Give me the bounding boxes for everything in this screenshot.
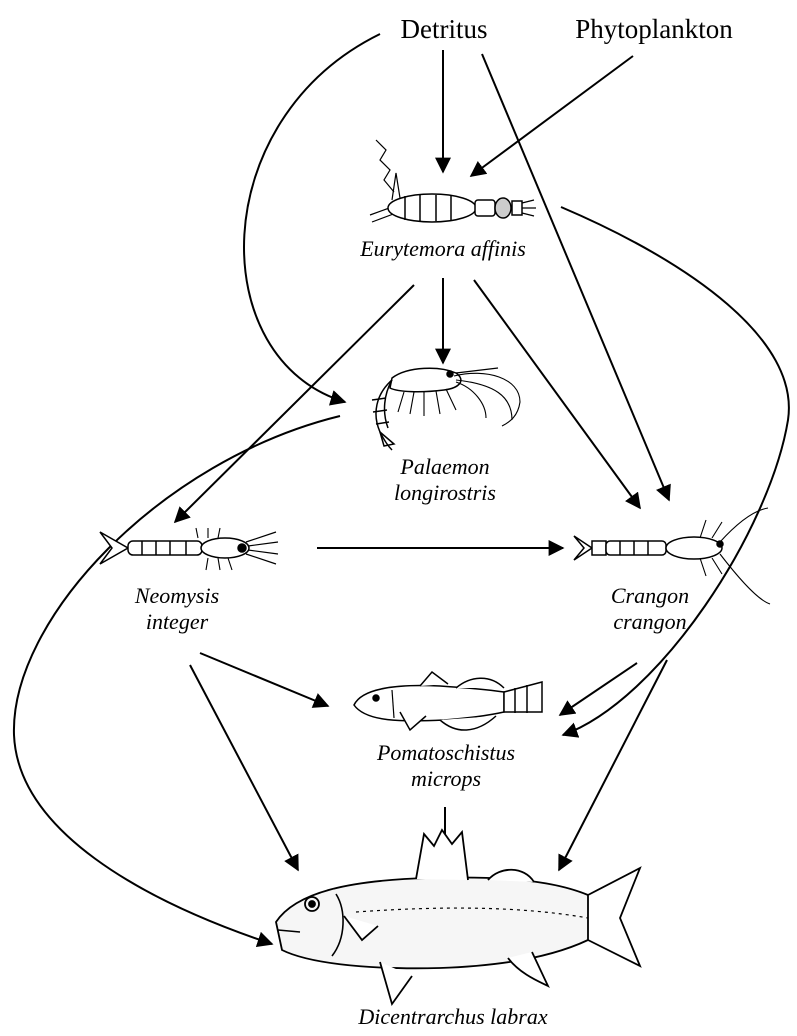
arrow-detritus-to-crangon <box>482 54 669 500</box>
arrow-eurytemora-to-crangon <box>474 280 640 508</box>
mysid-icon <box>100 528 278 570</box>
arrow-eurytemora-to-neomysis <box>175 285 414 522</box>
species-label-line2: crangon <box>611 609 689 635</box>
copepod-icon <box>370 140 536 222</box>
species-label-line2: integer <box>135 609 219 635</box>
species-eurytemora: Eurytemora affinis <box>360 236 526 262</box>
arrow-eurytemora-to-pomatoschistus <box>561 207 789 735</box>
arrow-neomysis-to-dicentrarchus <box>190 665 298 870</box>
arrow-neomysis-to-pomatoschistus <box>200 653 328 706</box>
source-label: Phytoplankton <box>575 14 733 44</box>
species-label-line1: Neomysis <box>135 583 219 609</box>
species-palaemon: Palaemon longirostris <box>394 454 496 506</box>
source-detritus: Detritus <box>401 14 488 46</box>
arrow-phytoplankton-to-eurytemora <box>471 56 633 176</box>
species-label-line1: Pomatoschistus <box>377 740 515 766</box>
sea-bass-icon <box>276 830 640 1004</box>
species-label: Eurytemora affinis <box>360 236 526 262</box>
arrow-crangon-to-dicentrarchus <box>559 660 667 870</box>
source-phytoplankton: Phytoplankton <box>575 14 733 46</box>
arrow-crangon-to-pomatoschistus <box>560 663 637 715</box>
arrow-palaemon-to-dicentrarchus <box>14 416 340 944</box>
species-crangon: Crangon crangon <box>611 583 689 635</box>
species-label-line1: Palaemon <box>394 454 496 480</box>
species-label: Dicentrarchus labrax <box>358 1004 547 1030</box>
species-label-line1: Crangon <box>611 583 689 609</box>
species-pomatoschistus: Pomatoschistus microps <box>377 740 515 792</box>
arrow-detritus-to-palaemon <box>244 34 380 402</box>
goby-icon <box>354 672 542 730</box>
species-dicentrarchus: Dicentrarchus labrax <box>358 1004 547 1030</box>
source-label: Detritus <box>401 14 488 44</box>
species-label-line2: longirostris <box>394 480 496 506</box>
prawn-icon <box>372 368 520 450</box>
species-neomysis: Neomysis integer <box>135 583 219 635</box>
species-label-line2: microps <box>377 766 515 792</box>
